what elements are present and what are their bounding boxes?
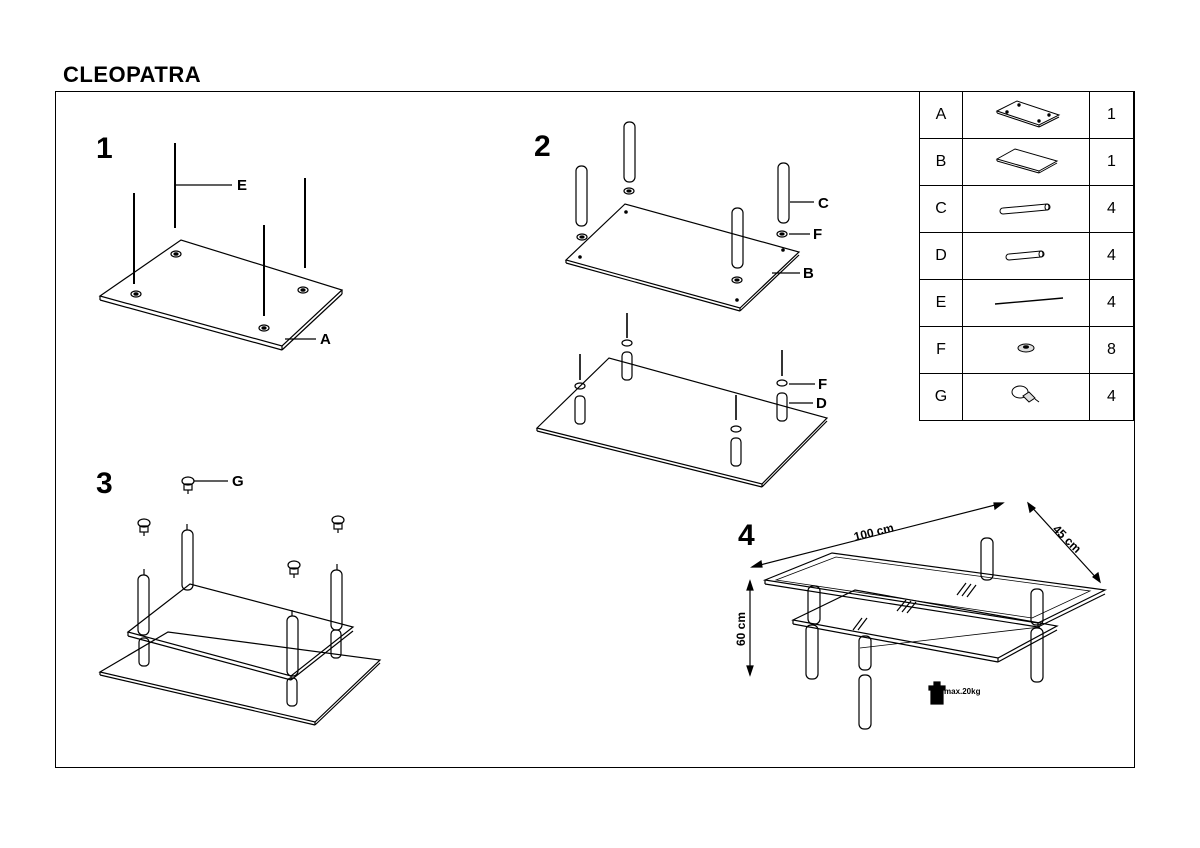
part-label: C: [919, 185, 963, 233]
parts-row: B 1: [919, 138, 1134, 186]
part-quantity: 4: [1089, 279, 1134, 327]
glass-top-a-step2: [535, 357, 829, 485]
callout-e: E: [237, 177, 247, 194]
part-illustration: [962, 232, 1090, 280]
step-4-diagram: 4 100 cm 45 cm 60: [734, 501, 1108, 730]
max-load-label: max.20kg: [944, 687, 981, 696]
glass-top-with-holes-icon: [995, 100, 1061, 128]
part-label: F: [919, 326, 963, 374]
part-quantity: 1: [1089, 91, 1134, 139]
part-illustration: [962, 279, 1090, 327]
callout-f-upper: F: [813, 226, 822, 243]
parts-row: A 1: [919, 91, 1134, 139]
step-3-number: 3: [96, 467, 113, 500]
glass-shelf-b: [564, 203, 801, 309]
glass-shelf-b-step3: [126, 583, 355, 677]
callout-g: G: [232, 473, 244, 490]
part-label: E: [919, 279, 963, 327]
dimension-width-label: 100 cm: [852, 520, 895, 543]
finished-top-glass: [762, 552, 1108, 624]
callout-d: D: [816, 395, 827, 412]
part-illustration: [962, 138, 1090, 186]
part-label: A: [919, 91, 963, 139]
part-label: D: [919, 232, 963, 280]
step-1-number: 1: [96, 132, 113, 165]
part-label: G: [919, 373, 963, 421]
step-4-number: 4: [738, 519, 755, 552]
callout-c: C: [818, 195, 829, 212]
part-illustration: [962, 326, 1090, 374]
threaded-rod-icon: [994, 297, 1064, 305]
callout-b: B: [803, 265, 814, 282]
step-3-diagram: 3 G: [96, 467, 382, 726]
dimension-height-label: 60 cm: [734, 612, 748, 646]
parts-row: F 8: [919, 326, 1134, 374]
callout-a: A: [320, 331, 331, 348]
leveling-foot-callout-g: [181, 476, 228, 494]
part-quantity: 4: [1089, 232, 1134, 280]
part-quantity: 8: [1089, 326, 1134, 374]
parts-row: D 4: [919, 232, 1134, 280]
parts-table: A 1 B 1 C: [919, 91, 1134, 421]
step-2-number: 2: [534, 130, 551, 163]
glass-top-a-step3: [98, 631, 382, 723]
parts-row: G 4: [919, 373, 1134, 421]
part-illustration: [962, 373, 1090, 421]
weight-icon: [928, 681, 946, 705]
page-title: CLEOPATRA: [63, 62, 202, 87]
callout-f-lower: F: [818, 376, 827, 393]
part-illustration: [962, 91, 1090, 139]
short-leg-tube-icon: [1005, 250, 1045, 261]
part-quantity: 4: [1089, 185, 1134, 233]
leveling-foot-icon: [1011, 385, 1040, 403]
finished-lower-shelf: [791, 589, 1059, 659]
step-1-diagram: 1 E A: [96, 132, 344, 351]
part-quantity: 4: [1089, 373, 1134, 421]
long-leg-tube-icon: [999, 203, 1051, 215]
parts-row: E 4: [919, 279, 1134, 327]
dimension-depth-label: 45 cm: [1050, 522, 1084, 556]
instruction-frame: [55, 91, 1135, 768]
step-2-diagram: 2 C F B: [534, 121, 829, 488]
parts-row: C 4: [919, 185, 1134, 233]
part-illustration: [962, 185, 1090, 233]
part-label: B: [919, 138, 963, 186]
rubber-washer-icon: [1017, 343, 1035, 353]
glass-shelf-icon: [995, 148, 1059, 174]
part-quantity: 1: [1089, 138, 1134, 186]
